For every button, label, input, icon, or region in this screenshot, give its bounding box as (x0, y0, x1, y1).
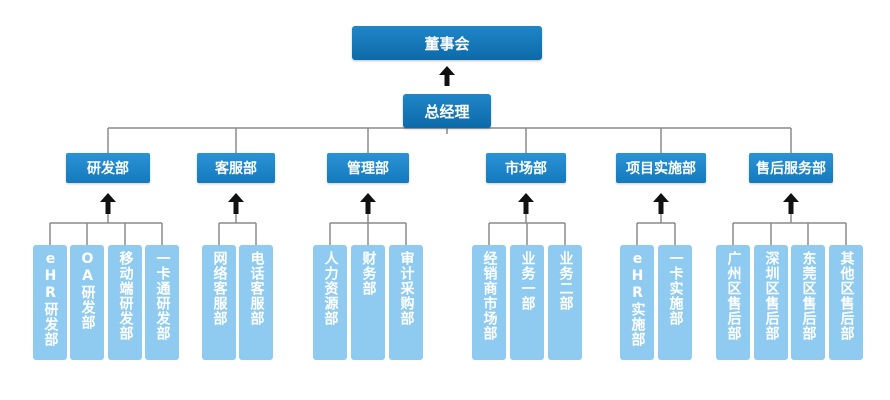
sub-dept-node: 电话客服部 (239, 245, 273, 360)
sub-dept-node: 一卡实施部 (658, 245, 692, 360)
sub-dept-label: 电话客服部 (248, 251, 265, 326)
sub-dept-node: 财务部 (351, 245, 385, 360)
sub-dept-label: 业务一部 (519, 251, 536, 311)
dept-up-arrow-icon (360, 193, 376, 214)
sub-dept-label: 移动端研发部 (117, 251, 134, 341)
sub-dept-node: OA研发部 (70, 245, 104, 360)
sub-dept-node: 移动端研发部 (108, 245, 142, 360)
sub-dept-label: 东莞区售后部 (800, 251, 817, 341)
gm-node: 总经理 (403, 94, 491, 128)
sub-dept-node: 经销商市场部 (472, 245, 506, 360)
sub-dept-label: 审计采购部 (398, 251, 415, 326)
sub-dept-label: eHR实施部 (629, 251, 646, 347)
dept-label: 市场部 (505, 161, 547, 177)
gm-label: 总经理 (424, 102, 470, 121)
dept-node: 客服部 (197, 153, 275, 183)
sub-dept-node: eHR实施部 (620, 245, 654, 360)
dept-label: 研发部 (87, 161, 129, 177)
sub-dept-label: 深圳区售后部 (763, 251, 780, 341)
dept-label: 客服部 (215, 161, 257, 177)
sub-dept-node: 其他区售后部 (829, 245, 863, 360)
sub-dept-node: 业务一部 (510, 245, 544, 360)
dept-label: 售后服务部 (756, 161, 826, 177)
sub-dept-label: 网络客服部 (211, 251, 228, 326)
board-label: 董事会 (424, 34, 470, 53)
dept-label: 管理部 (347, 161, 389, 177)
dept-node: 项目实施部 (616, 153, 706, 183)
sub-dept-node: 深圳区售后部 (754, 245, 788, 360)
dept-up-arrow-icon (653, 193, 669, 214)
dept-node: 研发部 (66, 153, 150, 183)
sub-dept-label: 广州区售后部 (725, 251, 742, 341)
sub-dept-node: 广州区售后部 (716, 245, 750, 360)
dept-up-arrow-icon (228, 193, 244, 214)
dept-label: 项目实施部 (626, 161, 696, 177)
sub-dept-label: OA研发部 (79, 251, 96, 330)
sub-dept-label: 人力资源部 (322, 251, 339, 326)
sub-dept-label: 一卡实施部 (667, 251, 684, 326)
sub-dept-node: 一卡通研发部 (145, 245, 179, 360)
dept-node: 管理部 (327, 153, 409, 183)
sub-dept-label: 其他区售后部 (838, 251, 855, 341)
board-node: 董事会 (352, 26, 542, 60)
dept-node: 售后服务部 (749, 153, 833, 183)
sub-dept-node: 人力资源部 (313, 245, 347, 360)
dept-node: 市场部 (486, 153, 566, 183)
dept-up-arrow-icon (783, 193, 799, 214)
dept-up-arrow-icon (518, 193, 534, 214)
sub-dept-label: 业务二部 (557, 251, 574, 311)
sub-dept-node: 网络客服部 (202, 245, 236, 360)
sub-dept-label: 财务部 (360, 251, 377, 296)
sub-dept-label: 一卡通研发部 (154, 251, 171, 341)
board-up-arrow-icon (439, 66, 455, 86)
sub-dept-node: eHR研发部 (33, 245, 67, 360)
sub-dept-node: 东莞区售后部 (791, 245, 825, 360)
sub-dept-node: 审计采购部 (389, 245, 423, 360)
sub-dept-label: eHR研发部 (42, 251, 59, 347)
dept-up-arrow-icon (100, 193, 116, 214)
sub-dept-label: 经销商市场部 (481, 251, 498, 341)
sub-dept-node: 业务二部 (548, 245, 582, 360)
